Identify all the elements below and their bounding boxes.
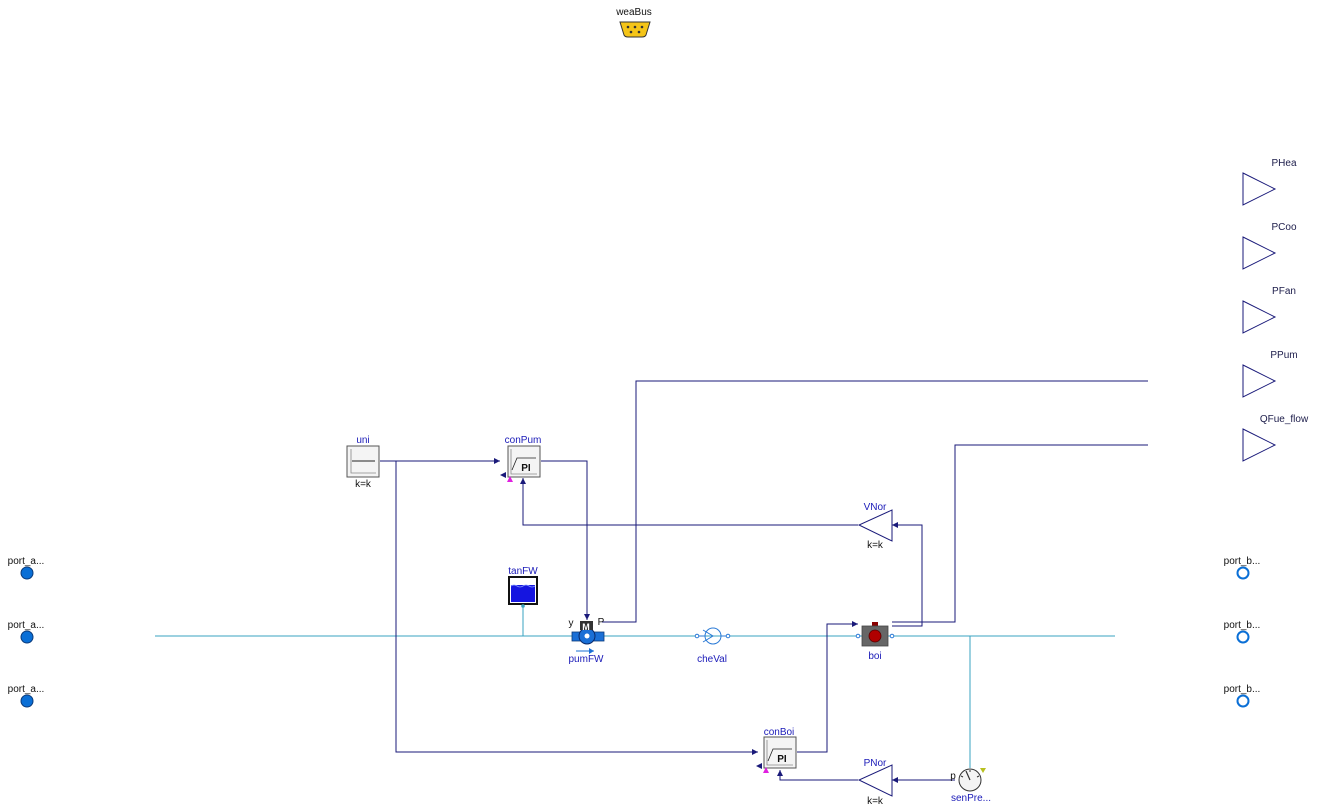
output-PHea[interactable]: PHea	[1242, 158, 1297, 206]
output-triangle-icon	[1242, 428, 1277, 462]
port-label: port_b...	[1224, 556, 1261, 567]
gain-triangle-icon	[857, 509, 893, 542]
output-label: PPum	[1270, 350, 1297, 361]
trigger-icon	[763, 767, 769, 773]
output-QFue_flow[interactable]: QFue_flow	[1242, 414, 1309, 462]
uni-param: k=k	[355, 479, 372, 490]
output-label: QFue_flow	[1260, 414, 1309, 425]
port-left-1[interactable]: port_a...	[8, 556, 45, 580]
trigger-icon	[507, 476, 513, 482]
output-triangle-icon	[1242, 364, 1277, 398]
VNor-param: k=k	[867, 540, 884, 551]
wire-VNor-conPum	[522, 478, 858, 526]
conPum-glyph: PI	[521, 463, 531, 474]
conBoi-glyph: PI	[777, 754, 787, 765]
pressure-gauge-icon	[958, 768, 986, 792]
VNor-label: VNor	[864, 502, 887, 513]
block-uni[interactable]: uni k=k	[346, 435, 380, 490]
output-label: PHea	[1271, 158, 1296, 169]
gain-triangle-icon	[857, 764, 893, 797]
port-label: port_b...	[1224, 684, 1261, 695]
block-PNor[interactable]: PNor k=k	[857, 758, 893, 807]
wire-boi-QFue	[892, 444, 1148, 623]
fluid-lines	[155, 606, 1115, 768]
constant-plot-icon	[350, 449, 376, 474]
pump-port-y: y	[569, 618, 574, 629]
output-triangle-icon	[1242, 172, 1277, 206]
output-triangle-icon	[1242, 300, 1277, 334]
block-conPum[interactable]: conPum PI	[500, 435, 541, 482]
output-PPum[interactable]: PPum	[1242, 350, 1298, 398]
check-valve-icon	[694, 627, 731, 645]
port-left-2[interactable]: port_a...	[8, 620, 45, 644]
cheVal-label: cheVal	[697, 654, 727, 665]
block-boi[interactable]: boi	[855, 622, 895, 662]
senPre-label: senPre...	[951, 793, 991, 804]
block-VNor[interactable]: VNor k=k	[857, 502, 893, 551]
boi-label: boi	[868, 651, 881, 662]
PNor-param: k=k	[867, 796, 884, 807]
wire-uni-conBoi	[395, 461, 758, 753]
block-cheVal[interactable]: cheVal	[694, 627, 731, 665]
port-right-3[interactable]: port_b...	[1224, 684, 1261, 708]
pi-controller-icon	[510, 449, 537, 475]
wire-boi-VNor	[892, 524, 923, 627]
wire-pump-PPum	[602, 380, 1148, 623]
pump-icon	[571, 621, 605, 645]
wire-conBoi-boi	[797, 623, 858, 753]
pump-port-P: P	[598, 617, 605, 628]
input-arrow-icon	[500, 472, 506, 478]
conPum-label: conPum	[505, 435, 542, 446]
port-icon	[20, 694, 34, 708]
wire-conPum-pump	[541, 460, 588, 620]
port-right-1[interactable]: port_b...	[1224, 556, 1261, 580]
port-label: port_a...	[8, 556, 45, 567]
tanFW-label: tanFW	[508, 566, 538, 577]
port-label: port_b...	[1224, 620, 1261, 631]
output-label: PCoo	[1271, 222, 1296, 233]
PNor-label: PNor	[864, 758, 887, 769]
port-label: port_a...	[8, 620, 45, 631]
port-right-2[interactable]: port_b...	[1224, 620, 1261, 644]
senPre-port-p: p	[950, 771, 956, 782]
pumFW-label: pumFW	[569, 654, 605, 665]
output-PCoo[interactable]: PCoo	[1242, 222, 1297, 270]
output-triangle-icon	[1242, 236, 1277, 270]
output-label: PFan	[1272, 286, 1296, 297]
tank-icon	[508, 576, 538, 605]
bus-connector-icon	[619, 21, 651, 38]
block-conBoi[interactable]: conBoi PI	[756, 727, 797, 773]
block-tanFW[interactable]: tanFW	[508, 566, 538, 608]
port-icon	[20, 630, 34, 644]
block-senPre[interactable]: p senPre...	[950, 768, 991, 804]
boiler-icon	[855, 622, 895, 647]
port-icon	[1236, 630, 1250, 644]
output-PFan[interactable]: PFan	[1242, 286, 1296, 334]
signal-lines	[380, 380, 1148, 781]
port-label: port_a...	[8, 684, 45, 695]
pi-controller-icon	[766, 740, 793, 766]
wire-PNor-conBoi	[779, 770, 858, 781]
input-arrow-icon	[756, 763, 762, 769]
weather-bus[interactable]: weaBus	[615, 7, 652, 38]
port-left-3[interactable]: port_a...	[8, 684, 45, 708]
port-icon	[1236, 694, 1250, 708]
block-pumFW[interactable]: y P M pumFW	[569, 617, 605, 665]
uni-label: uni	[356, 435, 369, 446]
port-icon	[1236, 566, 1250, 580]
port-icon	[20, 566, 34, 580]
weaBus-label: weaBus	[615, 7, 652, 18]
signal-arrowheads	[494, 458, 898, 783]
pump-motor-glyph: M	[582, 622, 590, 632]
conBoi-label: conBoi	[764, 727, 795, 738]
